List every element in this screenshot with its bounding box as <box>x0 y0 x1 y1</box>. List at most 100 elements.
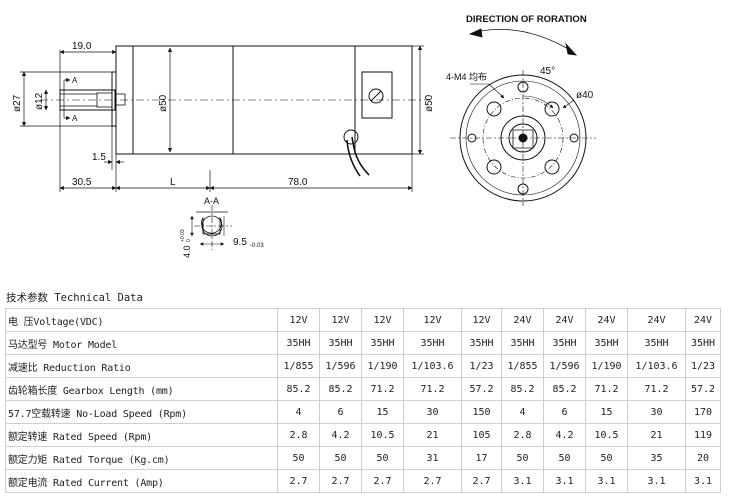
table-cell: 24V <box>627 308 686 332</box>
table-cell: 20 <box>685 446 721 470</box>
section-mark-a-bottom: A <box>72 114 78 123</box>
table-cell: 15 <box>585 400 628 424</box>
dim-27: ø27 <box>12 94 23 112</box>
table-cell: 105 <box>461 423 502 447</box>
table-cell: 2.7 <box>461 469 502 493</box>
table-cell: 35HH <box>501 331 544 355</box>
table-cell: 2.7 <box>361 469 404 493</box>
table-cell: 35HH <box>361 331 404 355</box>
table-cell: 50 <box>319 446 362 470</box>
dim-30-5: 30.5 <box>72 177 92 188</box>
table-cell: 1/855 <box>277 354 320 378</box>
row-label: 电 压Voltage(VDC) <box>5 308 278 332</box>
table-cell: 12V <box>403 308 462 332</box>
table-cell: 1/103.6 <box>403 354 462 378</box>
table-cell: 35HH <box>543 331 586 355</box>
table-cell: 1/596 <box>319 354 362 378</box>
table-cell: 21 <box>627 423 686 447</box>
table-cell: 21 <box>403 423 462 447</box>
technical-data-title: 技术参数 Technical Data <box>6 292 143 304</box>
table-cell: 1/190 <box>361 354 404 378</box>
table-cell: 12V <box>319 308 362 332</box>
dimension-lines <box>20 45 424 192</box>
table-cell: 1/596 <box>543 354 586 378</box>
table-cell: 50 <box>501 446 544 470</box>
table-cell: 10.5 <box>361 423 404 447</box>
table-cell: 50 <box>361 446 404 470</box>
table-cell: 85.2 <box>501 377 544 401</box>
table-cell: 2.8 <box>277 423 320 447</box>
motor-side-view <box>40 45 430 177</box>
table-cell: 24V <box>685 308 721 332</box>
flange-hub <box>500 115 546 161</box>
table-cell: 2.7 <box>277 469 320 493</box>
table-cell: 4.2 <box>543 423 586 447</box>
dim-19: 19.0 <box>72 41 92 52</box>
table-cell: 35HH <box>461 331 502 355</box>
table-cell: 35HH <box>277 331 320 355</box>
flange-front-view <box>450 70 596 206</box>
table-cell: 85.2 <box>319 377 362 401</box>
table-cell: 35HH <box>403 331 462 355</box>
row-label: 额定电流 Rated Current (Amp) <box>5 469 278 493</box>
table-cell: 50 <box>543 446 586 470</box>
table-cell: 30 <box>627 400 686 424</box>
dim-angle-45: 45° <box>540 66 555 77</box>
dim-4-0-tol-zero: 0 <box>186 239 192 242</box>
dim-40: ø40 <box>576 90 594 101</box>
mounting-hole <box>486 159 502 175</box>
table-cell: 3.1 <box>501 469 544 493</box>
row-label: 额定力矩 Rated Torque (Kg.cm) <box>5 446 278 470</box>
wire-grommet <box>343 129 359 145</box>
dim-50-side: ø50 <box>424 94 435 112</box>
table-cell: 170 <box>685 400 721 424</box>
table-cell: 1/190 <box>585 354 628 378</box>
row-label: 57.7空载转速 No-Load Speed (Rpm) <box>5 400 278 424</box>
mounting-hole <box>544 159 560 175</box>
shaft-section-view <box>190 205 232 250</box>
dim-1-5: 1.5 <box>92 152 106 163</box>
rotation-direction-arrow <box>468 28 578 56</box>
table-cell: 1/23 <box>461 354 502 378</box>
table-cell: 4 <box>277 400 320 424</box>
section-aa-label: A-A <box>204 196 219 206</box>
section-mark-a-top: A <box>72 76 78 85</box>
dim-9-5-tol: -0.03 <box>250 243 264 249</box>
table-cell: 35HH <box>685 331 721 355</box>
table-cell: 1/103.6 <box>627 354 686 378</box>
table-cell: 12V <box>461 308 502 332</box>
table-cell: 3.1 <box>585 469 628 493</box>
table-cell: 1/855 <box>501 354 544 378</box>
table-cell: 2.7 <box>319 469 362 493</box>
dim-4-0-tol-plus: +0.03 <box>180 229 186 242</box>
table-cell: 71.2 <box>361 377 404 401</box>
dim-78: 78.0 <box>288 177 308 188</box>
table-cell: 24V <box>585 308 628 332</box>
mounting-hole <box>544 101 560 117</box>
table-cell: 12V <box>277 308 320 332</box>
dim-4-0: 4.0 <box>182 245 192 258</box>
table-cell: 31 <box>403 446 462 470</box>
motor-technical-drawing: 19.0 ø27 ø12 A A ø50 ø50 1.5 30.5 L 78.0… <box>12 14 596 258</box>
table-cell: 3.1 <box>685 469 721 493</box>
table-cell: 35HH <box>627 331 686 355</box>
row-label: 齿轮箱长度 Gearbox Length (mm) <box>5 377 278 401</box>
dim-l: L <box>170 177 176 188</box>
dim-12: ø12 <box>34 92 45 110</box>
table-cell: 85.2 <box>543 377 586 401</box>
row-label: 额定转速 Rated Speed (Rpm) <box>5 423 278 447</box>
table-cell: 17 <box>461 446 502 470</box>
dim-50-body: ø50 <box>158 94 169 112</box>
table-cell: 71.2 <box>585 377 628 401</box>
table-cell: 57.2 <box>685 377 721 401</box>
table-cell: 35HH <box>585 331 628 355</box>
table-cell: 3.1 <box>543 469 586 493</box>
table-cell: 4 <box>501 400 544 424</box>
